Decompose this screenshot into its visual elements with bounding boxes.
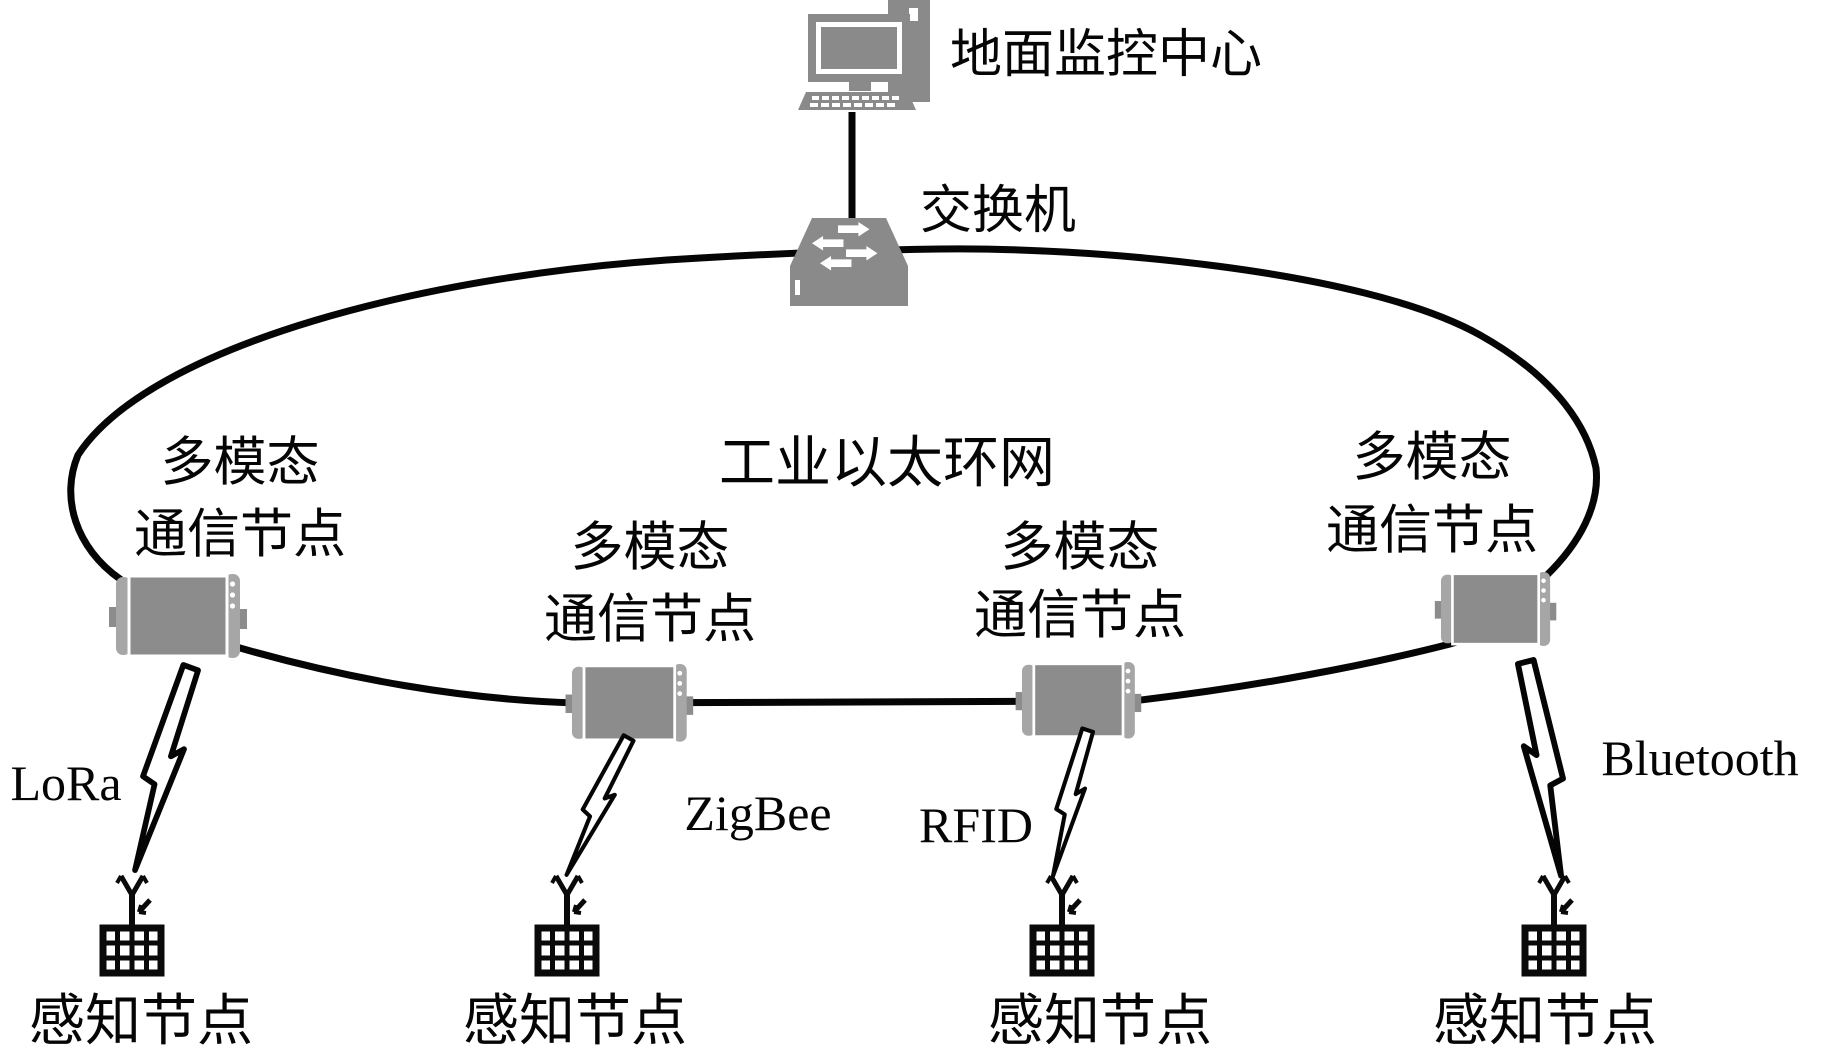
comm-node-label-2-line2: 通信节点 [544,591,756,649]
comm-node-label-1-line2: 通信节点 [134,506,346,564]
protocol-label-lora: LoRa [10,755,121,811]
comm-node-label-3-line1: 多模态 [1001,519,1160,577]
sensor-icon-2 [538,876,596,973]
switch-label: 交换机 [920,183,1076,240]
computer-icon [798,0,930,110]
sensing-node-label-3: 感知节点 [988,991,1212,1053]
protocol-label-rfid: RFID [919,797,1033,853]
sensing-node-label-4: 感知节点 [1433,991,1657,1053]
sensing-node-label-2: 感知节点 [463,991,687,1053]
comm-node-label-2-line1: 多模态 [571,519,730,577]
sensor-icon-4 [1525,876,1583,973]
lightning-bolt-icon-lora [133,662,198,874]
lightning-bolt-icon-rfid [1052,727,1094,878]
ethernet-ring [67,245,1601,707]
comm-node-icon-1 [107,572,249,660]
comm-node-label-1-line1: 多模态 [161,434,320,492]
ring-label: 工业以太环网 [719,433,1055,495]
monitoring-center-label: 地面监控中心 [950,27,1262,84]
comm-node-icon-2 [564,662,695,744]
sensing-node-label-1: 感知节点 [29,991,253,1053]
comm-node-icon-4 [1433,570,1558,648]
sensor-icon-3 [1033,876,1091,973]
comm-node-icon-3 [1014,660,1143,740]
switch-icon [790,218,908,306]
comm-node-label-4-line2: 通信节点 [1326,502,1538,560]
comm-node-label-3-line2: 通信节点 [974,587,1186,645]
protocol-label-bluetooth: Bluetooth [1601,730,1798,786]
sensor-icon-1 [103,876,161,973]
protocol-label-zigbee: ZigBee [684,785,831,841]
lightning-bolt-icon-zigbee [565,730,634,883]
lightning-bolt-icon-bluetooth [1518,660,1563,876]
comm-node-label-4-line1: 多模态 [1353,429,1512,487]
